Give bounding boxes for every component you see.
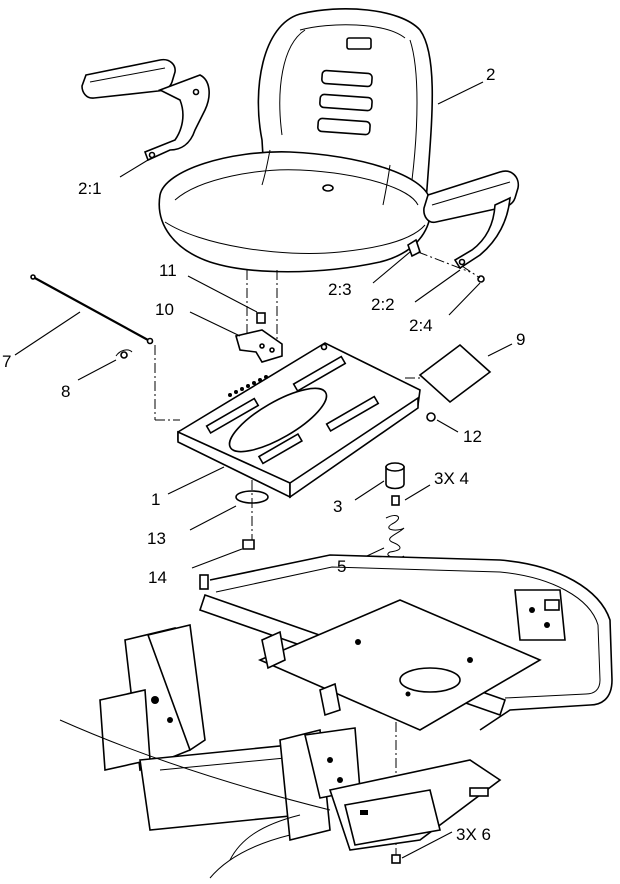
bumper [354,462,405,501]
callout-3x6: 3X 6 [456,825,491,844]
callout-12: 12 [463,427,482,446]
seat [158,8,484,273]
callout-14: 14 [148,568,167,587]
callout-9: 9 [516,330,525,349]
spacer [391,484,431,506]
callout-2-2: 2:2 [371,295,395,314]
callout-3x4: 3X 4 [434,469,469,488]
callout-1: 1 [151,490,160,509]
knob [407,238,421,258]
hitch-pin [77,349,133,381]
callout-2-3: 2:3 [328,280,352,299]
callout-2-4: 2:4 [409,316,433,335]
seat-plate [167,342,421,499]
adjustment-rod [14,274,180,421]
right-armrest [372,170,520,316]
adjustment-holes [228,375,268,397]
bracket [189,311,283,363]
callout-2: 2 [486,65,495,84]
callout-5: 5 [337,557,346,576]
washer-large [189,480,269,540]
callout-10: 10 [155,300,174,319]
callout-11: 11 [159,261,177,280]
callout-13: 13 [147,529,166,548]
decal [405,343,513,404]
callout-8: 8 [61,382,70,401]
washer [426,412,459,433]
left-armrest [81,58,210,178]
nut [187,275,266,324]
mower-frame [59,554,613,879]
nut-bottom [391,831,453,864]
callout-2-1: 2:1 [78,179,102,198]
bolt-small [191,539,255,569]
callout-3: 3 [333,497,342,516]
seat-badge [346,37,372,50]
callout-7: 7 [2,352,11,371]
